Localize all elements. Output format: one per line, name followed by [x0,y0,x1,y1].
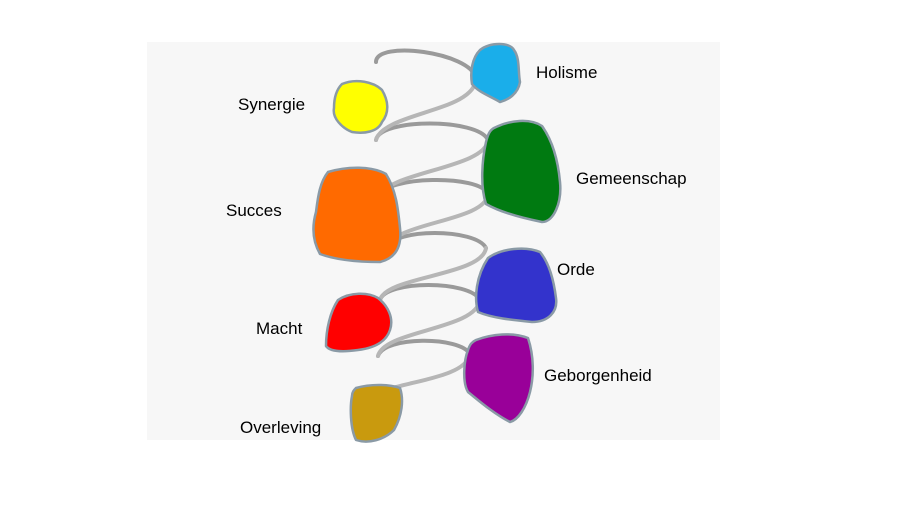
blob-succes [312,166,402,264]
label-synergie: Synergie [238,95,305,114]
blob-synergie [332,79,389,134]
blob-macht [324,292,393,353]
spring-coil-front [376,298,482,358]
blob-geborgenheid [463,333,534,424]
label-geborgenheid: Geborgenheid [544,366,652,385]
blob-gemeenschap [481,119,562,224]
blob-holisme [470,42,522,104]
spring-coil-front [378,246,488,302]
label-gemeenschap: Gemeenschap [576,169,687,188]
label-holisme: Holisme [536,63,597,82]
blob-overleving [349,383,404,443]
blob-orde [474,247,558,324]
label-succes: Succes [226,201,282,220]
label-orde: Orde [557,260,595,279]
spring-coil-front [374,76,478,142]
label-overleving: Overleving [240,418,321,437]
label-macht: Macht [256,319,303,338]
level-labels: Holisme Synergie Gemeenschap Succes Orde… [226,63,687,437]
level-blobs [312,42,562,443]
